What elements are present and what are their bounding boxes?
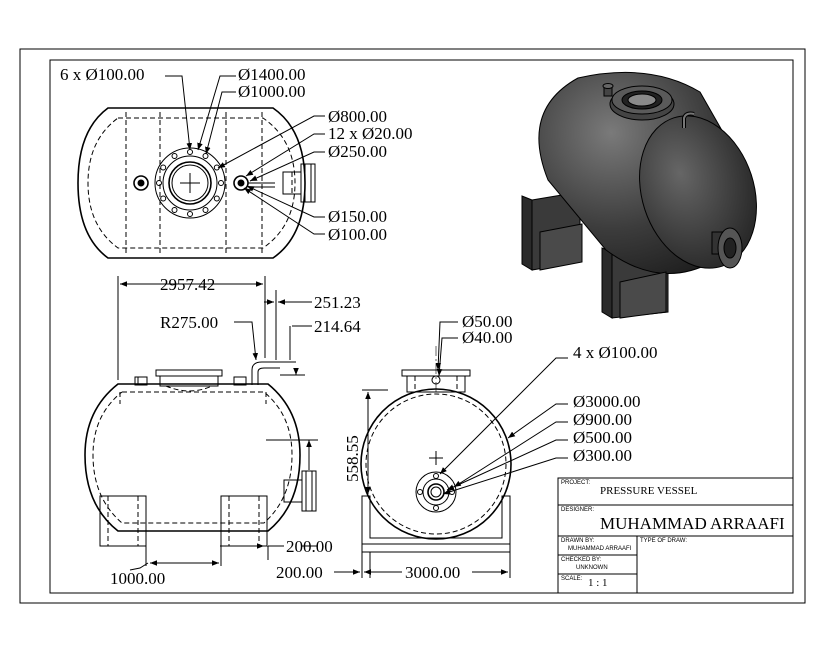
designer-value: MUHAMMAD ARRAAFI bbox=[600, 514, 785, 533]
designer-label: DESIGNER: bbox=[561, 507, 594, 513]
dim-251: 251.23 bbox=[314, 293, 361, 312]
title-block bbox=[557, 477, 794, 594]
dim-height: 558.55 bbox=[343, 435, 362, 482]
dim-d1400: Ø1400.00 bbox=[238, 65, 306, 84]
checked-by-label: CHECKED BY: bbox=[561, 557, 602, 563]
dim-d150: Ø150.00 bbox=[328, 207, 387, 226]
dim-d900: Ø900.00 bbox=[573, 410, 632, 429]
dim-length: 2957.42 bbox=[160, 275, 215, 294]
side-view-dims bbox=[334, 321, 568, 578]
project-value: PRESSURE VESSEL bbox=[600, 485, 698, 497]
top-view bbox=[77, 107, 316, 259]
dim-top-holes: 6 x Ø100.00 bbox=[60, 65, 145, 84]
front-view-dims bbox=[117, 276, 318, 571]
type-label: TYPE OF DRAW: bbox=[640, 538, 687, 544]
scale-label: SCALE: bbox=[561, 576, 583, 582]
inner-border bbox=[49, 59, 794, 594]
isometric-view bbox=[521, 71, 757, 319]
bolt-holes bbox=[156, 149, 224, 217]
dim-saddle-200-bottom: 200.00 bbox=[276, 563, 323, 582]
outer-border bbox=[19, 48, 806, 604]
dim-d300: Ø300.00 bbox=[573, 446, 632, 465]
dim-d500: Ø500.00 bbox=[573, 428, 632, 447]
dim-d50: Ø50.00 bbox=[462, 312, 513, 331]
drawn-by-value: MUHAMMAD ARRAAFI bbox=[568, 546, 632, 552]
scale-value: 1 : 1 bbox=[588, 577, 608, 589]
dim-d1000: Ø1000.00 bbox=[238, 82, 306, 101]
front-view bbox=[84, 361, 317, 547]
dim-saddle-spacing: 1000.00 bbox=[110, 569, 165, 588]
dim-width: 3000.00 bbox=[405, 563, 460, 582]
dim-saddle-200-right: 200.00 bbox=[286, 537, 333, 556]
dim-d250: Ø250.00 bbox=[328, 142, 387, 161]
dim-d40: Ø40.00 bbox=[462, 328, 513, 347]
top-view-dims bbox=[165, 75, 325, 235]
side-view bbox=[360, 346, 512, 553]
drawn-by-label: DRAWN BY: bbox=[561, 538, 595, 544]
dim-radius: R275.00 bbox=[160, 313, 218, 332]
dim-four-holes: 4 x Ø100.00 bbox=[573, 343, 658, 362]
project-label: PROJECT: bbox=[561, 480, 590, 486]
dim-d800: Ø800.00 bbox=[328, 107, 387, 126]
dim-d100: Ø100.00 bbox=[328, 225, 387, 244]
checked-by-value: UNKNOWN bbox=[576, 565, 608, 571]
dim-d3000: Ø3000.00 bbox=[573, 392, 641, 411]
dim-bolt-holes: 12 x Ø20.00 bbox=[328, 124, 413, 143]
dim-214: 214.64 bbox=[314, 317, 361, 336]
